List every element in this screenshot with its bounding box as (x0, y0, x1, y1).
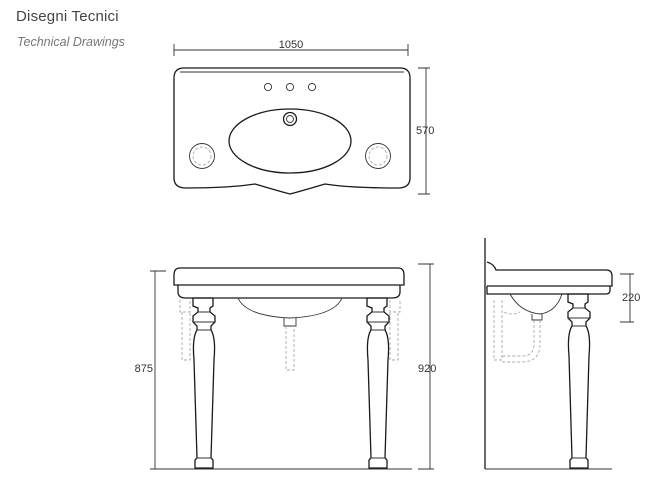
drain-inner (286, 115, 294, 123)
leg-top-left-inner (192, 146, 212, 166)
front-drain-pipe (285, 326, 295, 371)
side-top-slab (486, 261, 613, 287)
tap-hole-left (263, 82, 273, 92)
front-left-dimension-line (150, 270, 166, 470)
side-bowl-underside (509, 293, 563, 315)
side-leg (567, 293, 591, 469)
front-top-slab (173, 267, 405, 286)
side-lower-rim (486, 286, 611, 295)
front-leg-left (192, 297, 216, 469)
front-drain-neck (283, 318, 297, 327)
front-right-height-label: 920 (418, 363, 436, 375)
basin-top-outline (173, 67, 411, 195)
top-depth-dimension-line (418, 67, 430, 195)
front-bowl-underside (237, 297, 343, 319)
page-subtitle: Technical Drawings (17, 35, 125, 49)
tap-hole-center (285, 82, 295, 92)
top-view: 1050 570 (173, 39, 434, 195)
side-leg-rings (568, 307, 590, 459)
leg-top-right-inner (368, 146, 388, 166)
front-right-dimension-line (418, 263, 434, 470)
side-support (493, 300, 503, 361)
side-drain-neck (531, 314, 543, 321)
top-depth-label: 570 (416, 125, 434, 137)
front-leg-right-rings (367, 311, 389, 459)
page-title: Disegni Tecnici (16, 8, 119, 25)
side-height-label: 220 (622, 292, 640, 304)
tap-hole-right (307, 82, 317, 92)
drain-outer (282, 111, 298, 127)
side-view: 220 (484, 238, 640, 470)
basin-bowl (228, 108, 352, 174)
leg-top-right (365, 143, 391, 169)
top-width-label: 1050 (279, 39, 303, 51)
front-leg-left-rings (193, 311, 215, 459)
front-view: 875 920 (135, 263, 436, 470)
leg-top-left (189, 143, 215, 169)
front-left-height-label: 875 (135, 363, 153, 375)
side-height-dimension-line (620, 273, 634, 323)
front-leg-right (366, 297, 390, 469)
side-overflow (503, 311, 521, 315)
top-width-dimension-line (173, 44, 409, 56)
front-support-left (179, 300, 191, 361)
front-lower-rim (177, 285, 401, 299)
front-support-right (389, 300, 401, 361)
side-trap-pipe (502, 320, 541, 363)
